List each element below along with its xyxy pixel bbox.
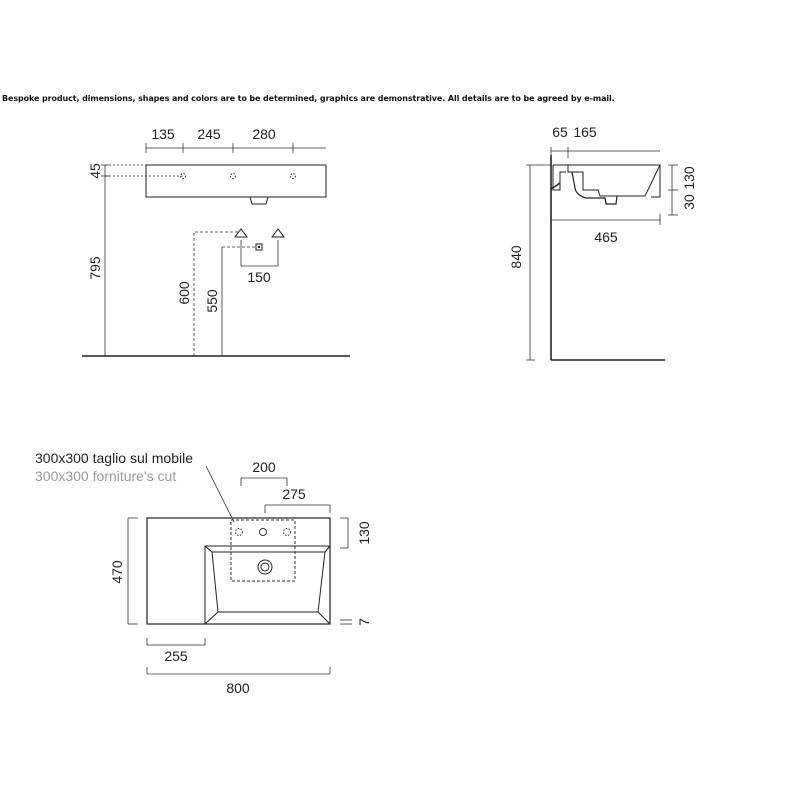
tap-hole-icon [235,528,243,536]
side-dim-label: 130 [681,166,697,190]
side-dim-label: 840 [508,245,524,269]
plan-dim-label: 275 [282,486,306,502]
front-dim-label: 280 [252,126,276,142]
front-dim-label: 550 [204,289,220,313]
cut-label-italian: 300x300 taglio sul mobile [35,450,193,466]
front-view [82,143,350,357]
tap-hole-icon [180,173,186,179]
plan-dim-label: 800 [226,680,250,696]
plan-basin-outline [146,517,331,625]
side-dim-label: 30 [681,194,697,210]
drain-icon [257,559,273,575]
front-dim-label: 150 [247,269,271,285]
tap-hole-icon [230,173,236,179]
front-dim-label: 795 [87,256,103,280]
plan-dim-label: 7 [356,618,372,626]
plan-dim-label: 470 [109,560,125,584]
tap-hole-icon [283,528,291,536]
furniture-cut-outline [230,519,296,582]
front-dim-label: 45 [87,163,103,179]
tap-hole-icon [290,173,296,179]
front-dim-label: 135 [151,126,175,142]
plan-dim-label: 130 [356,521,372,545]
front-dim-label: 600 [176,281,192,305]
plan-view [127,465,352,675]
disclaimer-text: Bespoke product, dimensions, shapes and … [2,94,615,103]
side-dim-label: 165 [573,124,597,140]
leader-line [205,465,235,523]
side-basin-section [553,164,661,197]
front-basin-outline [145,164,327,198]
side-view [526,147,678,361]
plan-dim-label: 200 [252,459,276,475]
cut-label-english: 300x300 forniture's cut [35,468,176,484]
front-drain-stub [249,196,269,205]
plan-dim-label: 255 [164,648,188,664]
water-supply-icon [271,228,285,238]
water-supply-icon [234,228,248,238]
tap-hole-icon [259,528,267,536]
side-dim-label: 465 [594,229,618,245]
side-dim-label: 65 [552,124,568,140]
front-dim-label: 245 [197,126,221,142]
